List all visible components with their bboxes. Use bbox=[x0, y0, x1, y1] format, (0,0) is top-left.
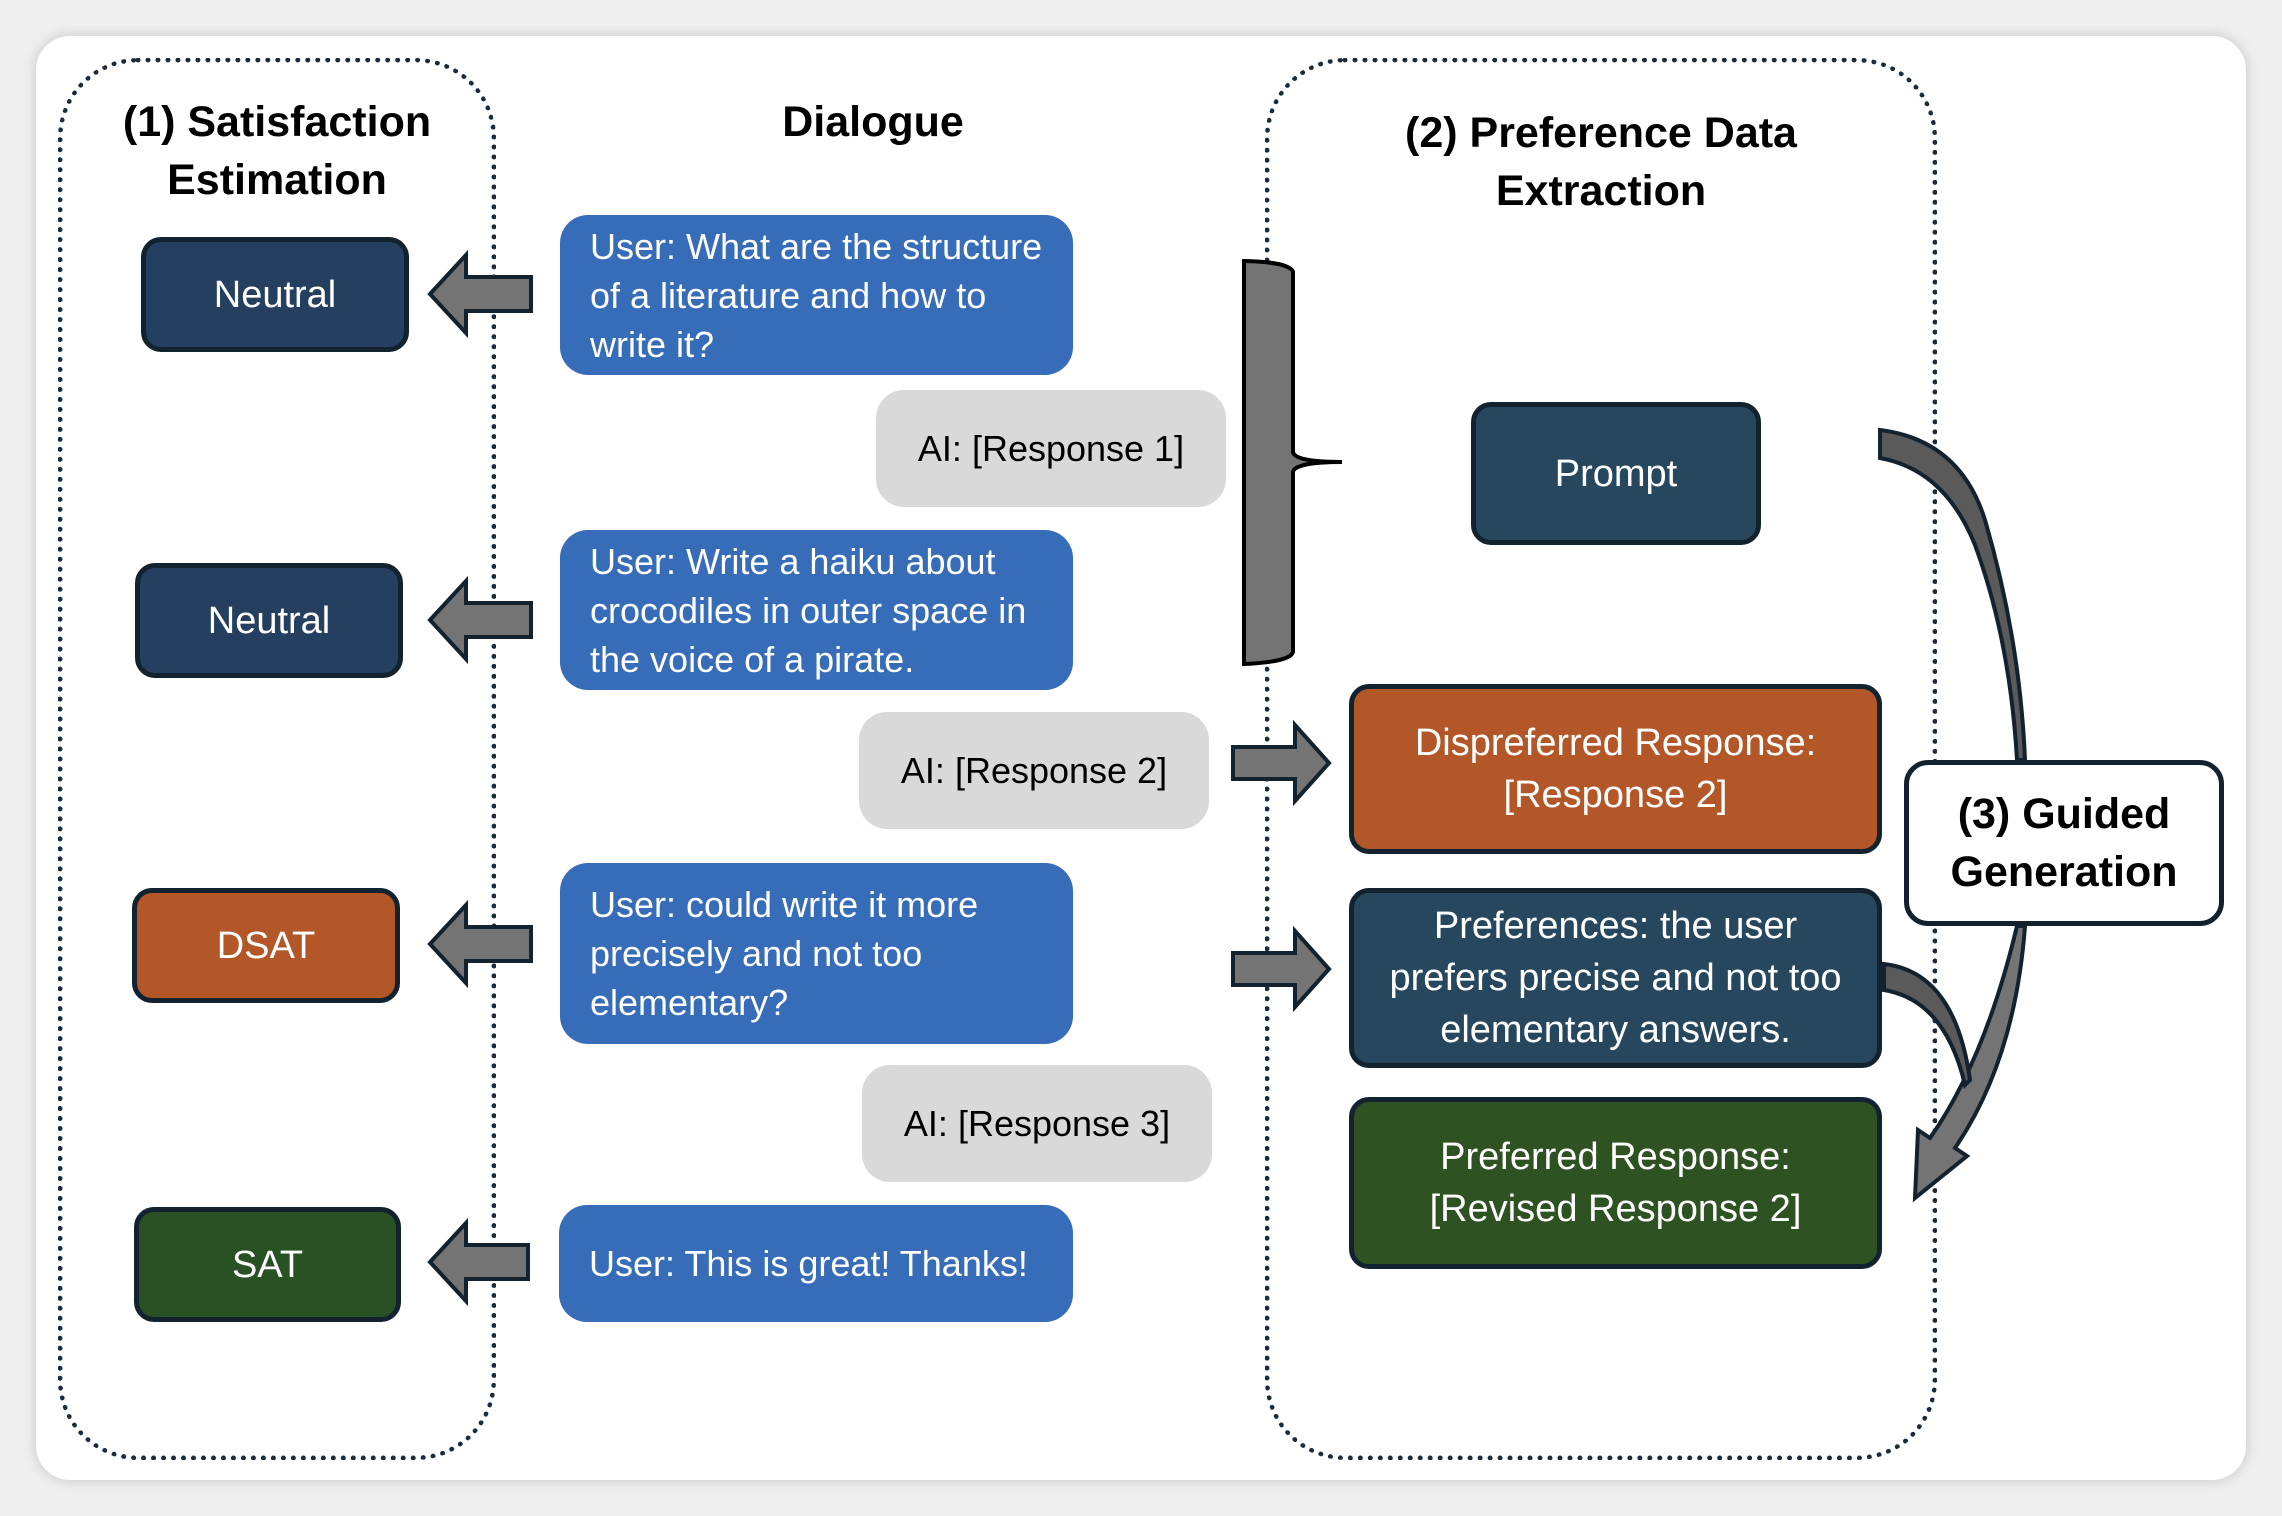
box-line: Preferred Response: bbox=[1440, 1136, 1791, 1178]
satisfaction-estimation-title: (1) Satisfaction Estimation bbox=[58, 93, 496, 209]
curved-arrow-preferences-to-preferred-icon bbox=[1882, 961, 1973, 1089]
title-line: (2) Preference Data bbox=[1405, 109, 1797, 157]
dialogue-ai-message-3: AI: [Response 3] bbox=[862, 1065, 1212, 1182]
satisfaction-label-neutral-1: Neutral bbox=[141, 237, 409, 352]
brace-icon bbox=[1242, 258, 1343, 667]
satisfaction-estimation-panel bbox=[58, 58, 496, 1460]
title-line: (3) Guided bbox=[1957, 790, 2171, 838]
satisfaction-label-sat: SAT bbox=[134, 1207, 401, 1322]
guided-generation-box: (3) Guided Generation bbox=[1904, 760, 2224, 926]
dispreferred-response-box: Dispreferred Response: [Response 2] bbox=[1349, 684, 1882, 854]
preferences-box: Preferences: the user prefers precise an… bbox=[1349, 888, 1882, 1068]
right-arrow-icon bbox=[1231, 719, 1332, 807]
preference-extraction-title: (2) Preference Data Extraction bbox=[1300, 104, 1902, 220]
prompt-box: Prompt bbox=[1471, 402, 1761, 545]
title-line: Generation bbox=[1950, 848, 2178, 896]
title-line: Estimation bbox=[167, 156, 387, 204]
dialogue-user-message-3: User: could write it more precisely and … bbox=[560, 863, 1073, 1044]
curved-arrow-guided-to-preferred-icon bbox=[1912, 924, 2028, 1203]
title-line: Extraction bbox=[1495, 167, 1707, 215]
right-arrow-icon bbox=[1231, 925, 1332, 1013]
box-line: Dispreferred Response: bbox=[1414, 722, 1817, 764]
dialogue-user-message-2: User: Write a haiku about crocodiles in … bbox=[560, 530, 1073, 690]
left-arrow-icon bbox=[427, 575, 533, 665]
satisfaction-label-dsat: DSAT bbox=[132, 888, 400, 1003]
satisfaction-label-neutral-2: Neutral bbox=[135, 563, 403, 678]
dialogue-title: Dialogue bbox=[782, 98, 964, 146]
dialogue-user-message-1: User: What are the structure of a litera… bbox=[560, 215, 1073, 375]
title-line: (1) Satisfaction bbox=[122, 98, 432, 146]
box-line: [Revised Response 2] bbox=[1429, 1188, 1802, 1230]
box-line: [Response 2] bbox=[1503, 774, 1728, 816]
left-arrow-icon bbox=[427, 1217, 530, 1307]
dialogue-user-message-4: User: This is great! Thanks! bbox=[559, 1205, 1073, 1322]
preferred-response-box: Preferred Response: [Revised Response 2] bbox=[1349, 1097, 1882, 1269]
dialogue-ai-message-2: AI: [Response 2] bbox=[859, 712, 1209, 829]
left-arrow-icon bbox=[427, 899, 533, 989]
dialogue-ai-message-1: AI: [Response 1] bbox=[876, 390, 1226, 507]
left-arrow-icon bbox=[427, 249, 533, 339]
